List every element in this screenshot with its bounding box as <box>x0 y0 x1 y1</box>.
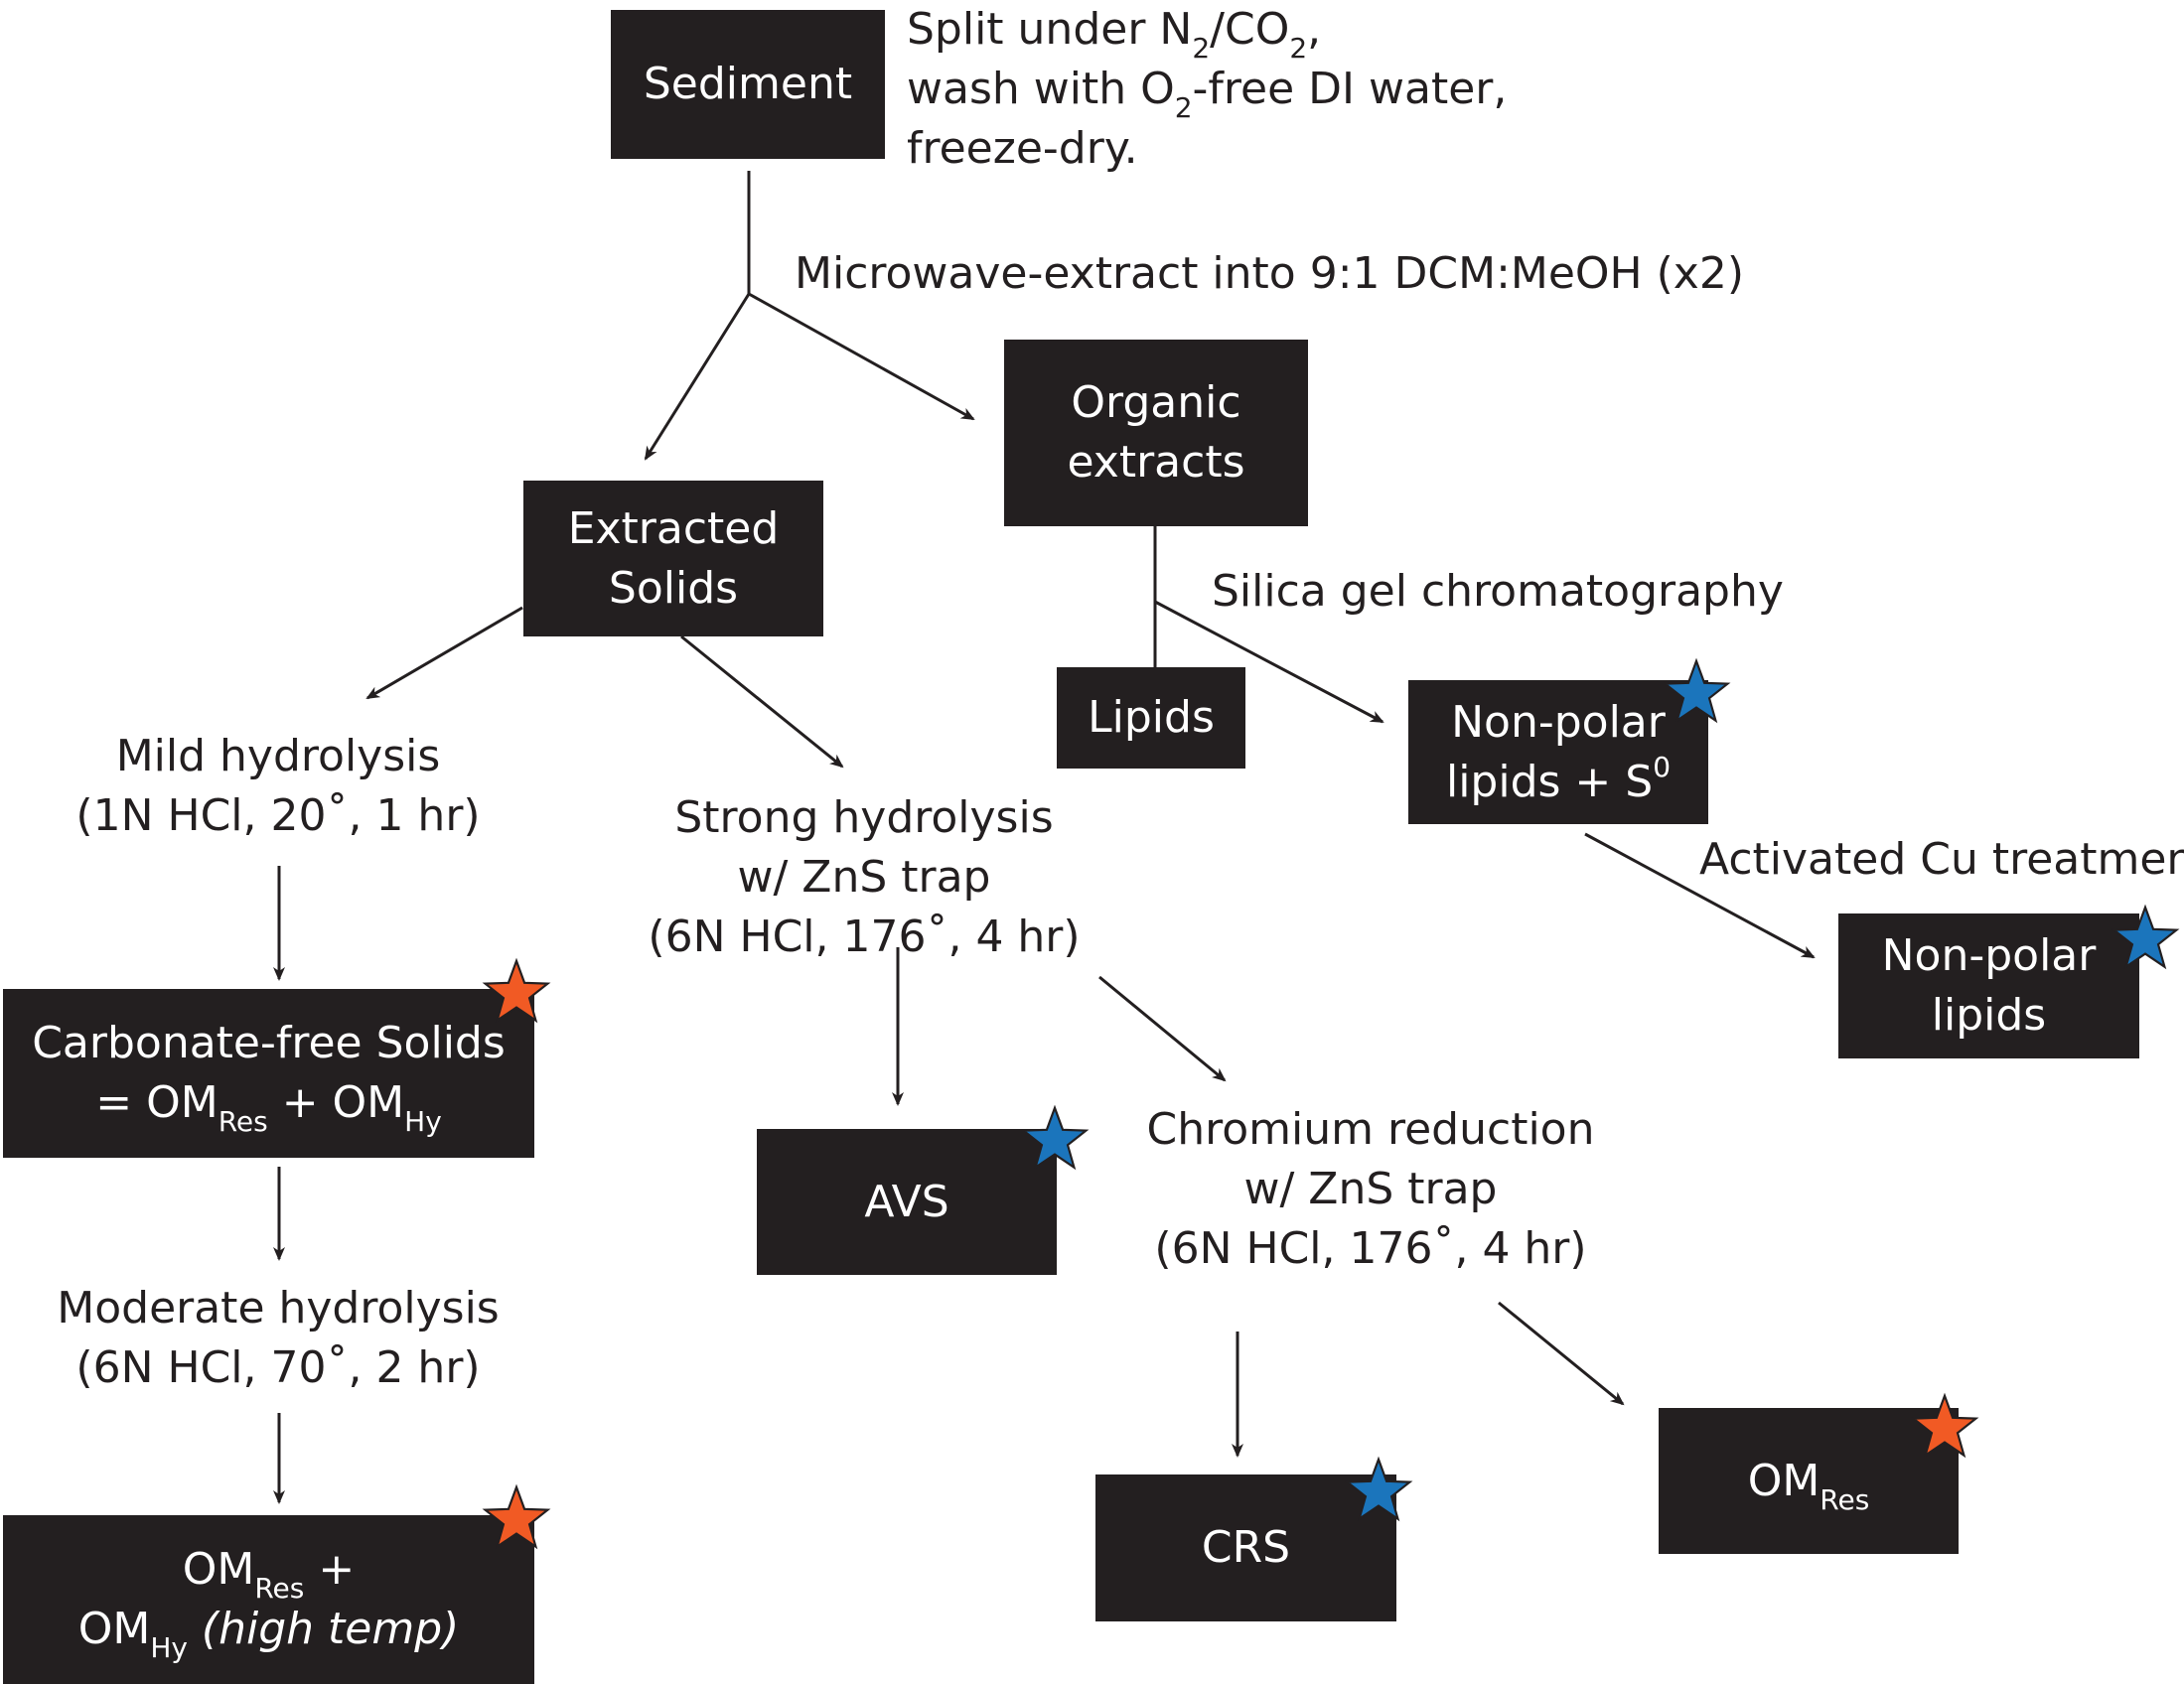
chromium-reduction-label: Chromium reduction w/ ZnS trap (6N HCl, … <box>1127 1100 1614 1279</box>
moderate-hydrolysis-label: Moderate hydrolysis (6N HCl, 70˚, 2 hr) <box>20 1279 536 1398</box>
lipids-box: Lipids <box>1057 667 1245 769</box>
chromium-line3: (6N HCl, 176˚, 4 hr) <box>1154 1223 1587 1274</box>
non-polar-lipids-s0-box: Non-polar lipids + S0 <box>1408 680 1708 824</box>
extracted-solids-line2: Solids <box>608 562 739 614</box>
split-instructions: Split under N2/CO2, wash with O2-free DI… <box>907 0 1507 179</box>
arrow-to-mild-hydrolysis <box>365 606 523 700</box>
non-polar-line1: Non-polar <box>1881 930 2097 981</box>
split-line3: freeze-dry. <box>907 123 1138 174</box>
non-polar-lipids-box: Non-polar lipids <box>1838 913 2139 1058</box>
arrow-to-nonpolar <box>1584 832 1816 959</box>
non-polar-line2: lipids <box>1931 990 2047 1041</box>
non-polar-s0-line1: Non-polar <box>1451 696 1666 748</box>
strong-hydrolysis-label: Strong hydrolysis w/ ZnS trap (6N HCl, 1… <box>626 788 1102 967</box>
moderate-line2: (6N HCl, 70˚, 2 hr) <box>75 1342 481 1393</box>
blue-star-icon <box>1661 655 1732 727</box>
sediment-label: Sediment <box>643 59 853 109</box>
strong-line1: Strong hydrolysis <box>674 792 1054 843</box>
blue-star-icon <box>1019 1102 1091 1174</box>
extracted-solids-line1: Extracted <box>567 502 780 554</box>
organic-extracts-box: Organic extracts <box>1004 340 1308 526</box>
avs-box: AVS <box>757 1129 1057 1275</box>
silica-gel-label: Silica gel chromatography <box>1212 566 1784 617</box>
carbonate-free-line1: Carbonate-free Solids <box>32 1018 506 1068</box>
arrow-to-organic-extracts <box>748 292 975 421</box>
blue-star-icon <box>2110 902 2181 973</box>
crs-box: CRS <box>1095 1474 1396 1621</box>
orange-star-icon <box>481 955 552 1027</box>
non-polar-s0-line2: lipids + S0 <box>1445 750 1672 807</box>
chromium-line2: w/ ZnS trap <box>1243 1164 1498 1214</box>
split-line1: Split under N2/CO2, <box>907 4 1322 65</box>
mild-line1: Mild hydrolysis <box>115 731 441 781</box>
om-res-label: OMRes <box>1747 1455 1870 1516</box>
avs-label: AVS <box>864 1176 949 1227</box>
lipids-label: Lipids <box>1088 692 1215 743</box>
om-high-line1: OMRes + <box>182 1544 356 1605</box>
microwave-extract-label: Microwave-extract into 9:1 DCM:MeOH (x2) <box>795 248 1744 299</box>
arrow-to-nonpolar-s0 <box>1154 600 1384 724</box>
arrow-to-strong-hydrolysis <box>680 634 844 769</box>
sediment-box: Sediment <box>611 10 885 159</box>
crs-label: CRS <box>1201 1522 1291 1573</box>
split-line2: wash with O2-free DI water, <box>907 64 1508 124</box>
moderate-line1: Moderate hydrolysis <box>57 1283 500 1333</box>
blue-star-icon <box>1343 1454 1414 1525</box>
om-res-box: OMRes <box>1659 1408 1959 1554</box>
om-high-line2: OMHy (high temp) <box>77 1604 460 1664</box>
carbonate-free-solids-box: Carbonate-free Solids = OMRes + OMHy <box>3 989 534 1158</box>
orange-star-icon <box>481 1481 552 1553</box>
activated-cu-label: Activated Cu treatment <box>1699 834 2184 885</box>
strong-line3: (6N HCl, 176˚, 4 hr) <box>648 912 1081 962</box>
mild-hydrolysis-label: Mild hydrolysis (1N HCl, 20˚, 1 hr) <box>30 727 526 846</box>
mild-line2: (1N HCl, 20˚, 1 hr) <box>75 790 481 841</box>
arrow-to-extracted-solids <box>644 293 751 461</box>
organic-extracts-line1: Organic <box>1071 377 1241 428</box>
om-res-high-temp-box: OMRes + OMHy (high temp) <box>3 1515 534 1684</box>
extracted-solids-box: Extracted Solids <box>523 481 823 636</box>
organic-extracts-line2: extracts <box>1067 437 1245 488</box>
strong-line2: w/ ZnS trap <box>737 852 991 903</box>
chromium-line1: Chromium reduction <box>1146 1104 1595 1155</box>
arrow-to-om-res <box>1498 1301 1625 1406</box>
arrow-to-chromium-reduction <box>1098 975 1227 1082</box>
orange-star-icon <box>1909 1390 1980 1462</box>
carbonate-free-line2: = OMRes + OMHy <box>95 1077 442 1138</box>
